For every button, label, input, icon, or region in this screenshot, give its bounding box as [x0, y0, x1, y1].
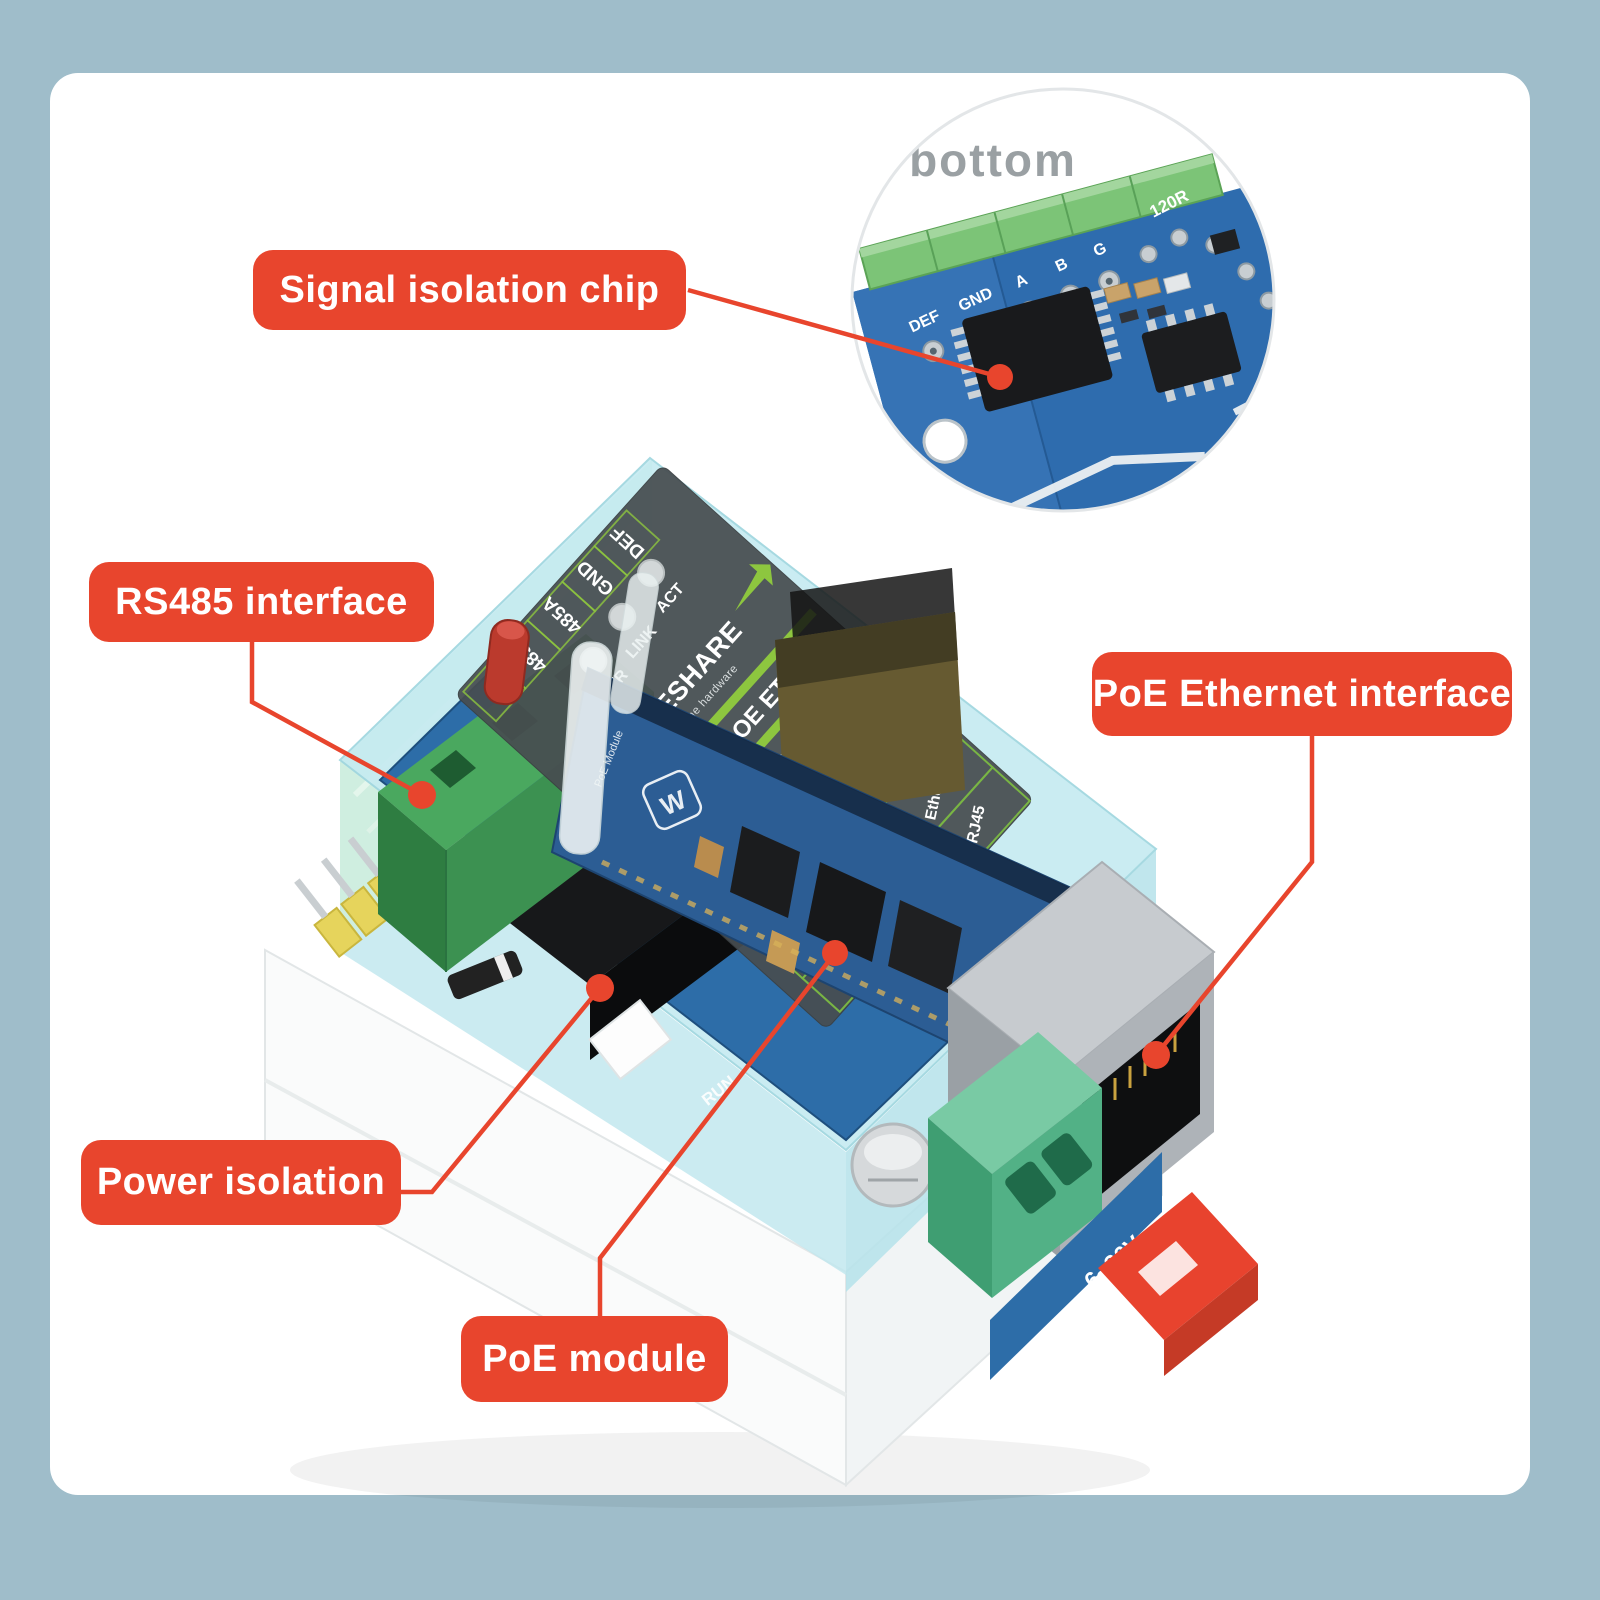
callout-lines [249, 287, 1315, 1316]
mounting-hole [922, 418, 968, 464]
power-terminal-block [928, 1032, 1102, 1298]
bottom-view-inset: bottom DEF GND A B G [850, 87, 1276, 513]
line-power-isolation [401, 986, 602, 1195]
device-shadow [290, 1432, 1150, 1508]
dot-poe-module [822, 940, 848, 966]
passive-components [1103, 228, 1241, 324]
inset-ring [850, 87, 1276, 513]
diode [447, 950, 523, 1000]
line-rs485 [249, 642, 424, 797]
capacitor [850, 1122, 936, 1208]
callout-rs485-interface: RS485 interface [89, 562, 434, 642]
pulse-transformer [775, 568, 965, 818]
secondary-chip [1141, 303, 1242, 403]
light-pipe [610, 572, 659, 715]
line-poe-ethernet [1154, 736, 1315, 1057]
callout-power-isolation: Power isolation [81, 1140, 401, 1225]
callout-poe-module: PoE module [461, 1316, 728, 1402]
device-photo: RS485 RUN POE [264, 456, 1258, 1508]
inset-caption: bottom [909, 134, 1077, 186]
green-arrow-icon [735, 564, 773, 611]
pcb-edge-strip [990, 1152, 1162, 1380]
line-signal-isolation [687, 287, 1001, 380]
line-poe-module [597, 951, 837, 1316]
dot-poe-ethernet [1142, 1041, 1170, 1069]
callout-signal-isolation-chip: Signal isolation chip [253, 250, 686, 330]
light-pipe [558, 641, 613, 855]
front-tab [588, 998, 673, 1081]
din-rail-clip [1098, 1192, 1258, 1376]
power-led [483, 619, 530, 706]
dot-rs485 [408, 781, 436, 809]
callout-poe-ethernet-interface: PoE Ethernet interface [1092, 652, 1512, 736]
dot-power-isolation [586, 974, 614, 1002]
callout-dots [408, 364, 1170, 1069]
dot-signal-isolation [987, 364, 1013, 390]
